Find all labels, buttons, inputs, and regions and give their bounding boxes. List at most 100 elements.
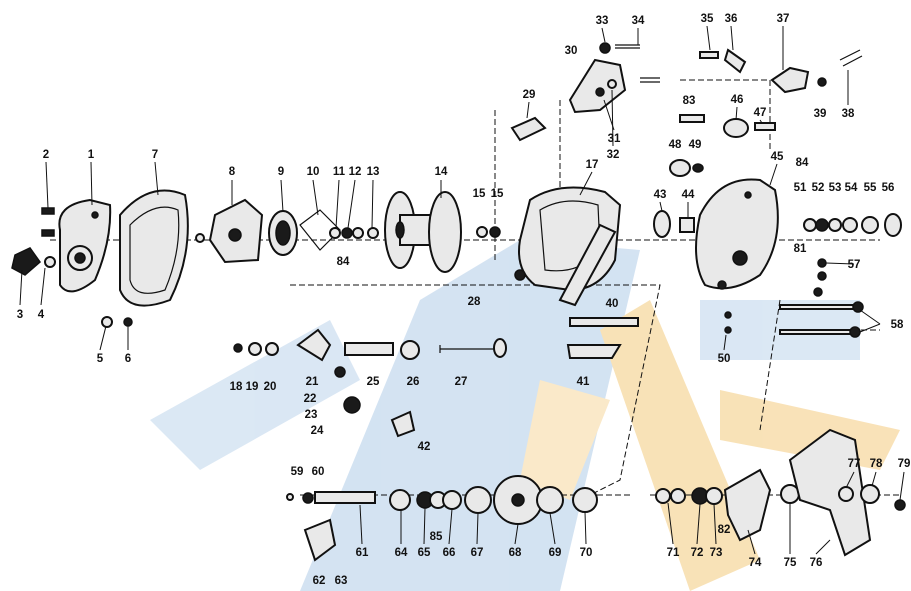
part-label-4: 5 <box>97 353 104 365</box>
part-label-36: 37 <box>777 13 790 25</box>
screws-left <box>41 207 133 328</box>
part-label-23: 24 <box>311 425 324 437</box>
part-label-19: 20 <box>264 381 277 393</box>
leader-line-35 <box>423 507 426 545</box>
part-label-2: 3 <box>17 309 23 321</box>
part-label-81: 83 <box>683 95 696 107</box>
part-label-33: 34 <box>632 15 645 27</box>
leader-line-11 <box>347 179 356 229</box>
part-label-66: 67 <box>471 547 484 559</box>
part-label-73: 74 <box>749 557 762 569</box>
leader-line-19 <box>601 27 606 43</box>
brake-cap <box>11 247 56 276</box>
part-label-64: 65 <box>418 547 431 559</box>
leader-line-25 <box>659 201 663 212</box>
leader-line-41 <box>667 502 674 545</box>
part-label-46: 47 <box>754 107 767 119</box>
gear-9 <box>268 210 298 256</box>
leader-line-40 <box>584 511 587 545</box>
part-41 <box>566 344 622 359</box>
part-label-16: 17 <box>586 159 599 171</box>
part-29 <box>510 116 547 142</box>
part-label-40: 41 <box>577 376 590 388</box>
part-label-62: 63 <box>335 575 348 587</box>
leader-line-43 <box>713 503 717 545</box>
leader-line-33 <box>359 504 363 545</box>
part-label-24: 25 <box>367 376 380 388</box>
washer-15b <box>489 226 501 238</box>
part-label-12: 13 <box>367 166 380 178</box>
leader-line-46 <box>815 539 831 555</box>
clutch-row <box>233 328 507 438</box>
leader-line-49 <box>899 471 905 501</box>
drag-stack <box>803 213 902 237</box>
leader-line-3 <box>40 267 46 306</box>
part-label-43: 44 <box>682 189 695 201</box>
left-side-plate <box>58 198 112 293</box>
part-label-26: 27 <box>455 376 468 388</box>
leader-line-6 <box>154 161 159 196</box>
part-label-60: 61 <box>356 547 369 559</box>
leader-line-28 <box>735 106 738 121</box>
leader-line-20 <box>706 25 711 51</box>
part-label-77: 78 <box>870 458 883 470</box>
watermark-orange-small <box>520 380 610 500</box>
part-label-31: 32 <box>607 149 620 161</box>
part-label-7: 8 <box>229 166 236 178</box>
part-label-57: 58 <box>891 319 904 331</box>
leader-line-8 <box>280 179 284 213</box>
part-label-70: 71 <box>667 547 680 559</box>
part-label-38: 39 <box>814 108 827 120</box>
part-label-59: 60 <box>312 466 325 478</box>
leader-line-1 <box>45 161 49 209</box>
part-label-34: 35 <box>701 13 714 25</box>
part-label-9: 10 <box>307 166 320 178</box>
part-label-71: 72 <box>691 547 704 559</box>
part-label-83: 84 <box>337 256 350 268</box>
leader-line-48 <box>871 471 877 487</box>
part-label-17: 18 <box>230 381 243 393</box>
part-label-49: 50 <box>718 353 731 365</box>
washers-11-13 <box>329 227 379 239</box>
part-label-39: 40 <box>606 298 619 310</box>
part-label-1: 2 <box>43 149 49 161</box>
part-label-82: 84 <box>796 157 809 169</box>
part-label-29: 30 <box>565 45 578 57</box>
part-label-44: 45 <box>771 151 784 163</box>
part-label-22: 23 <box>305 409 318 421</box>
watermark-blue-blade <box>150 320 360 470</box>
side-cover <box>119 189 189 307</box>
part-label-47: 48 <box>669 139 682 151</box>
part-label-69: 70 <box>580 547 593 559</box>
leader-line-10 <box>335 179 340 229</box>
part-label-84: 85 <box>430 531 443 543</box>
part-label-72: 73 <box>710 547 723 559</box>
leader-line-31 <box>859 309 881 325</box>
leader-line-4 <box>99 325 107 351</box>
washer-15a <box>476 226 488 238</box>
leader-line-9 <box>312 179 319 216</box>
part-40 <box>569 317 639 327</box>
leader-line-39 <box>549 512 556 545</box>
leader-line-14 <box>579 171 593 196</box>
leader-line-21 <box>730 25 734 51</box>
part-label-65: 66 <box>443 547 456 559</box>
mechanism-plate <box>195 198 264 264</box>
part-label-50: 51 <box>794 182 807 194</box>
leader-line-29 <box>759 119 763 124</box>
part-label-51: 52 <box>812 182 825 194</box>
part-label-54: 55 <box>864 182 877 194</box>
part-label-42: 43 <box>654 189 667 201</box>
part-label-41: 42 <box>418 441 431 453</box>
part-label-32: 33 <box>596 15 609 27</box>
part-label-74: 75 <box>784 557 797 569</box>
leader-line-30 <box>825 262 855 265</box>
part-label-30: 31 <box>608 133 621 145</box>
part-label-11: 12 <box>349 166 362 178</box>
leader-line-37 <box>476 512 479 545</box>
part-label-75: 76 <box>810 557 823 569</box>
part-label-20: 21 <box>306 376 319 388</box>
